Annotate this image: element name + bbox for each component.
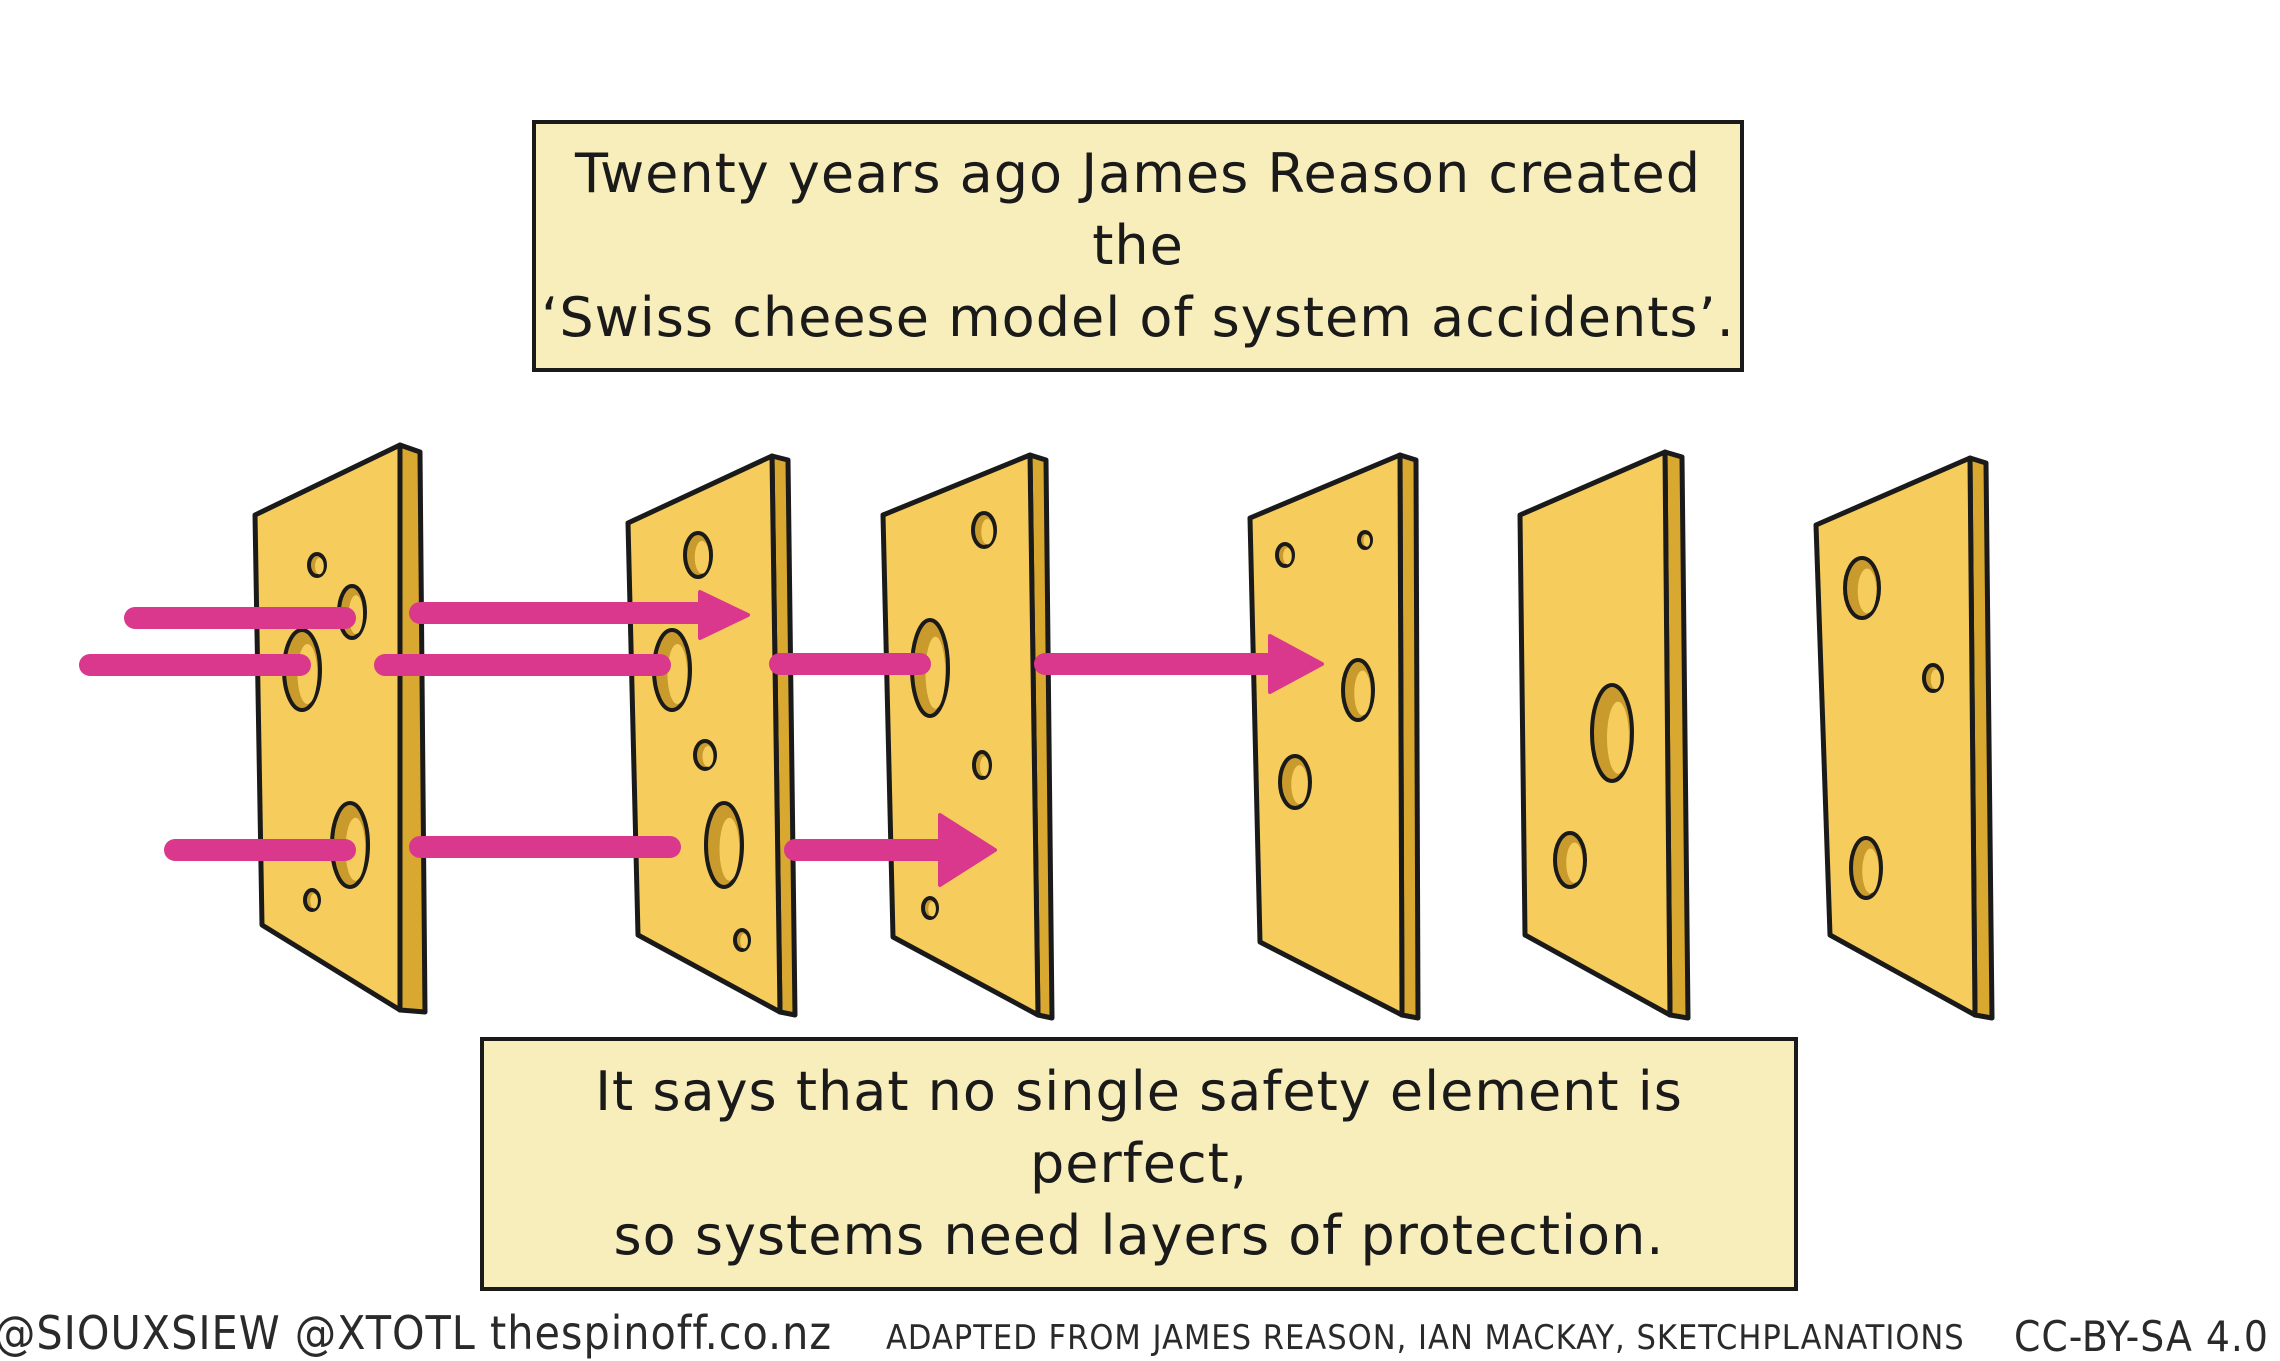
slice-2-hole-3-inner xyxy=(702,745,714,767)
slice-3-hole-3-inner xyxy=(980,756,989,777)
slice-3-face xyxy=(880,452,1041,1018)
slice-4-hole-3-inner xyxy=(1354,670,1371,716)
slice-2-hole-4-inner xyxy=(719,817,740,881)
arrow-lower xyxy=(164,813,997,887)
cheese-slice-6 xyxy=(1813,455,1995,1021)
intro-caption-line-1: Twenty years ago James Reason created th… xyxy=(574,142,1702,277)
arrow-lower-head xyxy=(938,813,997,887)
slice-2-hole-1-inner xyxy=(694,540,710,574)
slice-1-edge xyxy=(397,442,428,1015)
slice-5-hole-2-inner xyxy=(1566,842,1583,883)
slice-6-face xyxy=(1813,455,1978,1018)
slice-1-face xyxy=(252,442,403,1013)
slice-3-hole-4-inner xyxy=(928,901,936,917)
slice-4-hole-2-inner xyxy=(1363,534,1371,547)
slice-1-hole-1-inner xyxy=(315,557,324,575)
arrow-middle-head xyxy=(1268,634,1324,694)
slice-4-hole-1-inner xyxy=(1283,547,1292,565)
slice-2-hole-5-inner xyxy=(740,933,748,949)
intro-caption-line-2: ‘Swiss cheese model of system accidents’… xyxy=(541,286,1735,349)
explanation-caption-line-1: It says that no single safety element is… xyxy=(595,1060,1683,1195)
explanation-caption-line-2: so systems need layers of protection. xyxy=(613,1204,1665,1267)
slice-1-hole-5-inner xyxy=(310,893,318,909)
cheese-slice-4 xyxy=(1247,452,1421,1021)
cheese-slice-5 xyxy=(1517,449,1691,1021)
arrow-middle xyxy=(79,634,1324,694)
slice-4-face xyxy=(1247,452,1405,1018)
slice-5-hole-1-inner xyxy=(1607,701,1629,774)
explanation-caption-box: It says that no single safety element is… xyxy=(480,1037,1798,1291)
cheese-slice-3 xyxy=(880,452,1055,1021)
slice-3-hole-2-inner xyxy=(925,636,946,709)
intro-caption-box: Twenty years ago James Reason created th… xyxy=(532,120,1744,372)
slice-6-hole-3-inner xyxy=(1862,848,1879,894)
cheese-slice-2 xyxy=(625,453,798,1018)
footer-license: CC-BY-SA 4.0 xyxy=(2014,1312,2269,1361)
slice-4-hole-4-inner xyxy=(1291,765,1308,805)
hazard-arrows xyxy=(79,590,1324,887)
footer-adapted-from: ADAPTED FROM JAMES REASON, IAN MACKAY, S… xyxy=(886,1318,1965,1358)
slice-2-face xyxy=(625,453,783,1015)
cheese-slice-1 xyxy=(252,442,428,1015)
arrow-upper-head xyxy=(698,590,750,640)
cheese-slices xyxy=(252,442,1995,1021)
slice-2-hole-2-inner xyxy=(667,644,688,704)
slice-6-hole-1-inner xyxy=(1857,568,1877,614)
slice-3-hole-1-inner xyxy=(981,518,994,545)
footer-credits: @SIOUXSIEW @XTOTL thespinoff.co.nz xyxy=(0,1306,833,1360)
arrow-upper xyxy=(124,590,750,640)
slice-6-hole-2-inner xyxy=(1930,669,1941,690)
